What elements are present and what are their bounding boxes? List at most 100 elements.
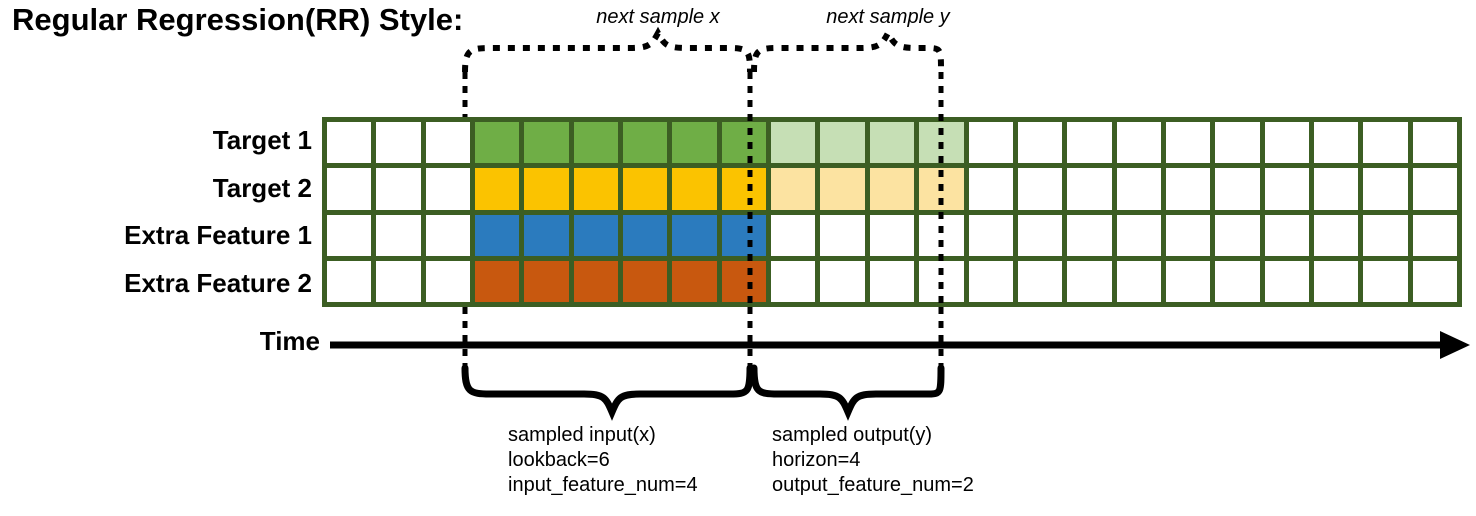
timeseries-grid — [322, 117, 1462, 307]
grid-cell-r2-c15 — [1017, 168, 1063, 210]
grid-cell-r1-c19 — [1215, 122, 1260, 164]
grid-cell-r2-c23 — [1412, 168, 1457, 210]
grid-cell-r2-c4-lookback — [475, 168, 520, 210]
row-label-target-1: Target 1 — [212, 125, 312, 155]
grid-cell-r1-c12-horizon — [869, 122, 915, 164]
row-label-target-2: Target 2 — [212, 172, 312, 203]
grid-cell-r2-c21 — [1313, 168, 1359, 210]
time-axis-arrow — [330, 331, 1470, 359]
grid-cell-r3-c8-lookback — [672, 214, 717, 256]
grid-cell-r2-c18 — [1165, 168, 1211, 210]
top-brace-label-next-sample-x: next sample x — [596, 6, 720, 28]
grid-cell-r2-c22 — [1363, 168, 1408, 210]
grid-cell-r4-c17 — [1116, 260, 1161, 302]
grid-cell-r2-c10-horizon — [771, 168, 816, 210]
grid-cell-r4-c23 — [1412, 260, 1457, 302]
grid-cell-r1-c16 — [1067, 122, 1112, 164]
grid-cell-r4-c3 — [425, 260, 471, 302]
grid-cell-r1-c17 — [1116, 122, 1161, 164]
bottom-brace-sampled-output — [750, 364, 945, 421]
caption-output-line-1: sampled output(y) — [772, 424, 933, 446]
row-label-extra-feature-1: Extra Feature 1 — [124, 220, 312, 250]
grid-cell-r3-c22 — [1363, 214, 1408, 256]
grid-cell-r3-c14 — [968, 214, 1013, 256]
grid-cell-r1-c7-lookback — [623, 122, 668, 164]
top-brace-next-sample-y — [751, 26, 944, 73]
grid-cell-r2-c11-horizon — [820, 168, 865, 210]
grid-cell-r2-c1 — [327, 168, 372, 210]
grid-cell-r1-c9-lookback — [721, 122, 767, 164]
grid-cell-r3-c3 — [425, 214, 471, 256]
top-brace-next-sample-x — [462, 26, 753, 73]
grid-cell-r3-c23 — [1412, 214, 1457, 256]
caption-sampled-output: sampled output(y) horizon=4 output_featu… — [772, 423, 974, 498]
grid-cell-r3-c11 — [820, 214, 865, 256]
grid-cell-r2-c5-lookback — [524, 168, 569, 210]
grid-cell-r4-c10 — [771, 260, 816, 302]
grid-cell-r4-c11 — [820, 260, 865, 302]
grid-cell-r1-c22 — [1363, 122, 1408, 164]
grid-cell-r3-c4-lookback — [475, 214, 520, 256]
grid-cell-r1-c1 — [327, 122, 372, 164]
grid-cell-r2-c20 — [1264, 168, 1309, 210]
grid-cell-r1-c18 — [1165, 122, 1211, 164]
grid-cell-r1-c6-lookback — [573, 122, 619, 164]
grid-cell-r4-c21 — [1313, 260, 1359, 302]
grid-cell-r3-c21 — [1313, 214, 1359, 256]
grid-cell-r3-c1 — [327, 214, 372, 256]
grid-cell-r4-c7-lookback — [623, 260, 668, 302]
caption-sampled-input: sampled input(x) lookback=6 input_featur… — [508, 423, 698, 498]
grid-cell-r3-c12 — [869, 214, 915, 256]
grid-cell-r1-c5-lookback — [524, 122, 569, 164]
grid-cell-r4-c16 — [1067, 260, 1112, 302]
grid-cell-r2-c16 — [1067, 168, 1112, 210]
page-title: Regular Regression(RR) Style: — [12, 2, 464, 37]
caption-output-line-3: output_feature_num=2 — [772, 474, 974, 496]
grid-cell-r4-c9-lookback — [721, 260, 767, 302]
caption-input-line-2: lookback=6 — [508, 449, 610, 471]
grid-cell-r2-c13-horizon — [919, 168, 964, 210]
grid-cell-r2-c14 — [968, 168, 1013, 210]
grid-cell-r2-c9-lookback — [721, 168, 767, 210]
grid-cell-r3-c20 — [1264, 214, 1309, 256]
grid-cell-r2-c12-horizon — [869, 168, 915, 210]
grid-cell-r2-c17 — [1116, 168, 1161, 210]
grid-cell-r3-c9-lookback — [721, 214, 767, 256]
grid-cell-r2-c2 — [376, 168, 421, 210]
grid-cell-r4-c4-lookback — [475, 260, 520, 302]
grid-cell-r3-c18 — [1165, 214, 1211, 256]
grid-cell-r4-c15 — [1017, 260, 1063, 302]
grid-cell-r1-c23 — [1412, 122, 1457, 164]
grid-cell-r1-c10-horizon — [771, 122, 816, 164]
grid-cell-r4-c20 — [1264, 260, 1309, 302]
grid-cell-r1-c21 — [1313, 122, 1359, 164]
row-label-extra-feature-2: Extra Feature 2 — [124, 267, 312, 298]
grid-cell-r3-c13 — [919, 214, 964, 256]
grid-cell-r2-c7-lookback — [623, 168, 668, 210]
grid-cell-r4-c13 — [919, 260, 964, 302]
grid-cell-r1-c2 — [376, 122, 421, 164]
grid-cell-r1-c13-horizon — [919, 122, 964, 164]
grid-cell-r1-c3 — [425, 122, 471, 164]
grid-cell-r4-c14 — [968, 260, 1013, 302]
grid-cell-r3-c19 — [1215, 214, 1260, 256]
grid-cell-r1-c4-lookback — [475, 122, 520, 164]
grid-cell-r4-c2 — [376, 260, 421, 302]
grid-cell-r4-c6-lookback — [573, 260, 619, 302]
time-axis-label: Time — [259, 326, 320, 356]
bottom-brace-sampled-input — [461, 364, 754, 421]
grid-cell-r1-c15 — [1017, 122, 1063, 164]
grid-cell-r3-c5-lookback — [524, 214, 569, 256]
caption-output-line-2: horizon=4 — [772, 449, 861, 471]
grid-cell-r2-c3 — [425, 168, 471, 210]
grid-cell-r3-c15 — [1017, 214, 1063, 256]
grid-cell-r4-c5-lookback — [524, 260, 569, 302]
grid-cell-r4-c1 — [327, 260, 372, 302]
grid-cell-r1-c11-horizon — [820, 122, 865, 164]
grid-cell-r3-c2 — [376, 214, 421, 256]
caption-input-line-1: sampled input(x) — [508, 424, 656, 446]
grid-cell-r2-c8-lookback — [672, 168, 717, 210]
grid-cell-r4-c18 — [1165, 260, 1211, 302]
grid-cell-r1-c8-lookback — [672, 122, 717, 164]
